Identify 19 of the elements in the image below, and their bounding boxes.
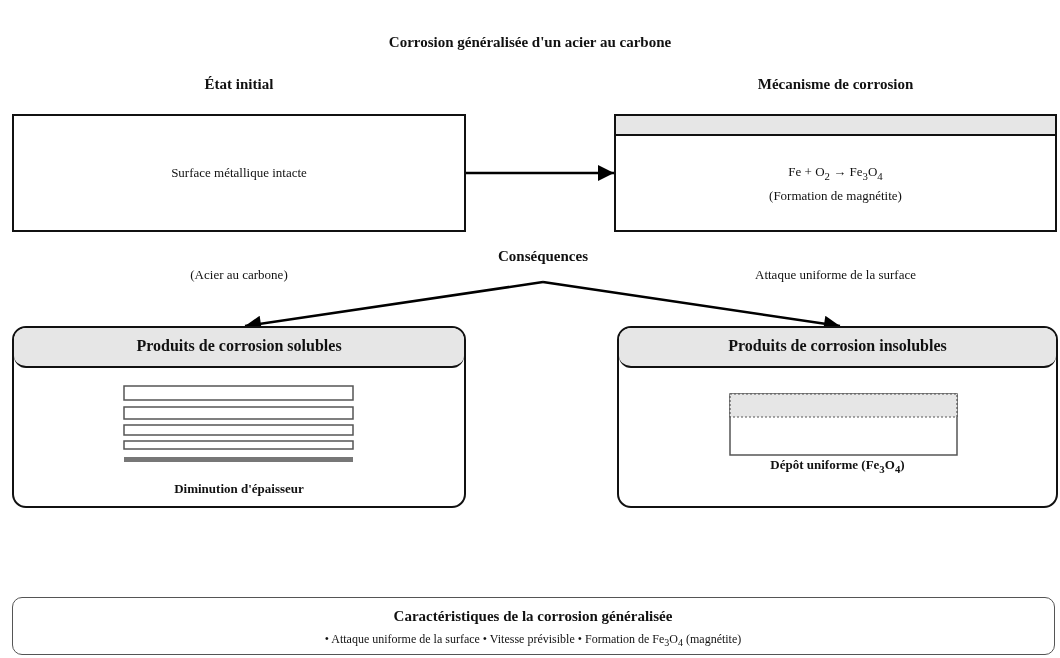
equation-text: Fe + O$_{2}$ → Fe$_{3}$O$_{4}$ [787,164,884,182]
rounded-panel [12,326,466,508]
diagram-title: Corrosion généralisée d'un acier au carbone [387,34,673,51]
drawing-caption: Diminution d'épaisseur [173,481,305,497]
arrow [466,165,614,181]
box-heading: État initial [203,76,275,93]
panel-heading: Produits de corrosion solubles [135,337,343,355]
caption-text: Attaque uniforme de la surface [754,267,917,283]
box-text: (Formation de magnétite) [768,188,903,204]
drawing-caption: Dépôt uniforme (Fe$_{3}$O$_{4}$) [769,457,906,475]
node-label: Conséquences [497,248,589,265]
panel-heading: Produits de corrosion insolubles [727,337,948,355]
summary-card [12,597,1055,655]
rounded-panel [617,326,1058,508]
box-text: Surface métallique intacte [170,165,308,181]
card-text: • Attaque uniforme de la surface • Vitesse prévisible • Formation de Fe$_{3}$O$_{4}$ (magnétite) [323,632,743,649]
caption-text: (Acier au carbone) [189,267,289,283]
box-heading: Mécanisme de corrosion [756,76,915,93]
card-heading: Caractéristiques de la corrosion généralisée [392,608,674,625]
